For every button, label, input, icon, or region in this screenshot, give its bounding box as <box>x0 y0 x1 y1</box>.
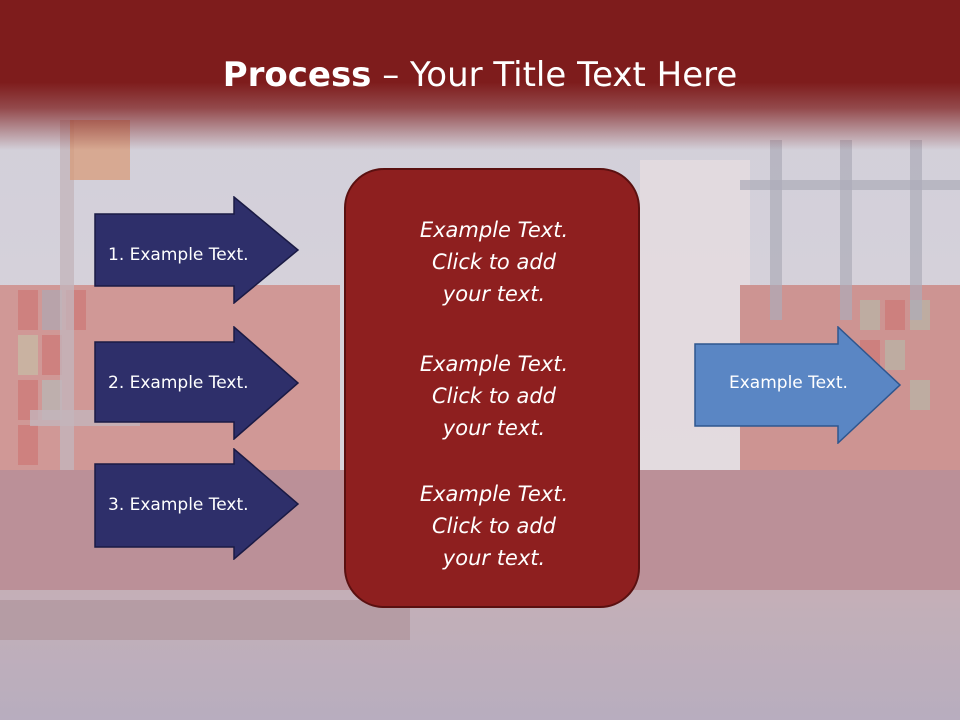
left-arrow-2-label: 2. Example Text. <box>108 373 249 393</box>
center-text-3-line-1: Example Text. <box>419 482 569 506</box>
center-text-block-2[interactable]: Example Text. Click to add your text. <box>346 348 642 444</box>
right-arrow[interactable] <box>694 326 902 444</box>
left-arrow-1[interactable] <box>94 196 300 304</box>
right-arrow-label: Example Text. <box>729 373 848 393</box>
center-text-1-line-2: Click to add <box>431 250 556 274</box>
center-text-3-line-3: your text. <box>442 546 546 570</box>
center-text-2-line-1: Example Text. <box>419 352 569 376</box>
center-text-2-line-2: Click to add <box>431 384 556 408</box>
center-text-3-line-2: Click to add <box>431 514 556 538</box>
title-bold: Process <box>222 55 372 95</box>
left-arrow-1-label: 1. Example Text. <box>108 245 249 265</box>
center-text-1-line-3: your text. <box>442 282 546 306</box>
center-text-block-1[interactable]: Example Text. Click to add your text. <box>346 214 642 310</box>
title-rest: – Your Title Text Here <box>371 55 738 95</box>
center-text-2-line-3: your text. <box>442 416 546 440</box>
left-arrow-3[interactable] <box>94 448 300 560</box>
left-arrow-3-label: 3. Example Text. <box>108 495 249 515</box>
slide-title[interactable]: Process – Your Title Text Here <box>0 52 960 98</box>
center-content-box[interactable]: Example Text. Click to add your text. Ex… <box>344 168 640 608</box>
title-band <box>0 0 960 150</box>
left-arrow-2[interactable] <box>94 326 300 440</box>
center-text-1-line-1: Example Text. <box>419 218 569 242</box>
center-text-block-3[interactable]: Example Text. Click to add your text. <box>346 478 642 574</box>
